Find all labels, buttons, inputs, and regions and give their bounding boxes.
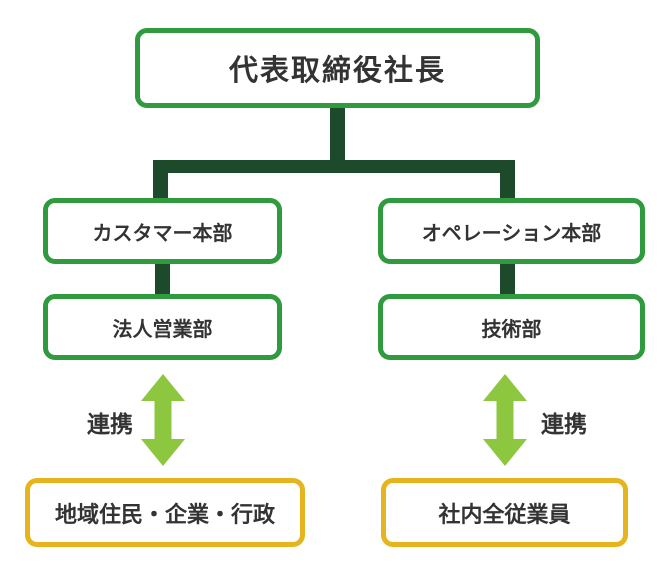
node-corporate-sales-department-label: 法人営業部	[112, 318, 213, 341]
node-corporate-sales-department: 法人営業部	[43, 294, 282, 360]
node-technical-department-label: 技術部	[481, 318, 542, 341]
connector-right-department-stem	[500, 260, 515, 298]
collaboration-label-right: 連携	[541, 411, 587, 437]
connector-left-department-stem	[155, 260, 170, 298]
connector-root-stem	[330, 106, 345, 166]
double-arrow-icon	[483, 374, 527, 466]
collaboration-label-left: 連携	[87, 411, 133, 437]
connector-horizontal-bar	[153, 160, 515, 173]
node-all-employees: 社内全従業員	[381, 478, 628, 547]
node-customer-division: カスタマー本部	[43, 198, 282, 264]
node-community-partners: 地域住民・企業・行政	[25, 478, 305, 547]
node-president-label: 代表取締役社長	[228, 55, 446, 87]
node-technical-department: 技術部	[378, 294, 645, 360]
double-arrow-icon	[141, 374, 185, 466]
node-all-employees-label: 社内全従業員	[438, 501, 571, 527]
connector-right-division-stem	[500, 160, 515, 202]
node-operation-division-label: オペレーション本部	[421, 222, 602, 245]
double-arrow-left-shape	[141, 374, 185, 466]
connector-left-division-stem	[153, 160, 168, 202]
node-operation-division: オペレーション本部	[378, 198, 645, 264]
node-customer-division-label: カスタマー本部	[92, 222, 233, 245]
node-community-partners-label: 地域住民・企業・行政	[54, 501, 275, 527]
node-president: 代表取締役社長	[135, 28, 540, 108]
double-arrow-right-shape	[483, 374, 527, 466]
